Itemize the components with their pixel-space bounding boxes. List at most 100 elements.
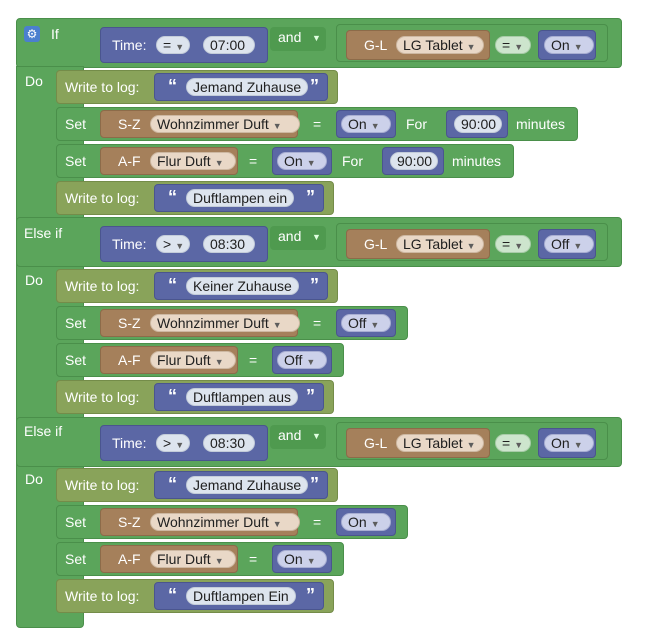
- dropdown-arrow-icon: ▼: [370, 519, 380, 529]
- state-dropdown[interactable]: On▼: [277, 152, 327, 170]
- state-dropdown[interactable]: On▼: [277, 550, 327, 568]
- time-value-field[interactable]: 08:30: [203, 434, 255, 452]
- device-dropdown-text: Wohnzimmer Duft: [157, 315, 269, 331]
- dropdown-arrow-icon: ▼: [306, 158, 316, 168]
- and-block[interactable]: [270, 27, 326, 51]
- write-to-log-label: Write to log:: [65, 588, 140, 604]
- minutes-label: minutes: [452, 153, 502, 169]
- equals-dropdown-text: =: [502, 236, 511, 252]
- device-prefix: G-L: [364, 435, 388, 451]
- log-text-field[interactable]: Jemand Zuhause: [186, 476, 309, 494]
- dropdown-arrow-icon: ▼: [306, 556, 316, 566]
- quote-close-icon: ”: [306, 187, 315, 207]
- time-operator-dropdown[interactable]: =▼: [156, 36, 190, 54]
- dropdown-arrow-icon: ▼: [573, 440, 583, 450]
- time-operator-dropdown-text: =: [163, 37, 172, 53]
- log-text: Jemand Zuhause: [193, 79, 302, 95]
- state-dropdown[interactable]: On▼: [341, 115, 391, 133]
- duration-field-text: 90:00: [397, 153, 433, 169]
- and-label: and: [278, 29, 302, 45]
- duration-field[interactable]: 90:00: [390, 152, 438, 170]
- write-to-log-label: Write to log:: [65, 190, 140, 206]
- state-dropdown[interactable]: On▼: [544, 434, 594, 452]
- and-block[interactable]: [270, 226, 326, 250]
- device-dropdown[interactable]: LG Tablet▼: [396, 36, 484, 54]
- time-value-field[interactable]: 07:00: [203, 36, 255, 54]
- device-dropdown[interactable]: Flur Duft▼: [150, 351, 236, 369]
- state-dropdown-text: On: [348, 116, 367, 132]
- device-dropdown[interactable]: Flur Duft▼: [150, 152, 236, 170]
- log-text: Keiner Zuhause: [193, 278, 292, 294]
- do-label-1: Do: [25, 73, 43, 89]
- equals-label: =: [249, 352, 258, 368]
- log-text: Duftlampen ein: [193, 190, 288, 206]
- state-dropdown-text: On: [284, 551, 303, 567]
- device-dropdown-text: Flur Duft: [157, 551, 211, 567]
- quote-close-icon: ”: [306, 585, 315, 605]
- else-if-label-1: Else if: [24, 225, 63, 241]
- equals-label: =: [313, 116, 322, 132]
- device-prefix: A-F: [118, 551, 141, 567]
- device-prefix: G-L: [364, 236, 388, 252]
- log-text-field[interactable]: Duftlampen ein: [186, 189, 295, 207]
- and-label: and: [278, 228, 302, 244]
- dropdown-arrow-icon: ▼: [175, 440, 185, 450]
- state-dropdown[interactable]: On▼: [341, 513, 391, 531]
- state-dropdown[interactable]: Off▼: [341, 314, 391, 332]
- do-label-2: Do: [25, 272, 43, 288]
- state-dropdown[interactable]: On▼: [544, 36, 594, 54]
- equals-label: =: [313, 514, 322, 530]
- device-dropdown[interactable]: Flur Duft▼: [150, 550, 236, 568]
- dropdown-arrow-icon: ▼: [312, 33, 321, 43]
- state-dropdown[interactable]: Off▼: [277, 351, 327, 369]
- device-prefix: A-F: [118, 153, 141, 169]
- and-block[interactable]: [270, 425, 326, 449]
- dropdown-arrow-icon: ▼: [272, 519, 282, 529]
- log-text: Duftlampen aus: [193, 389, 292, 405]
- equals-dropdown-text: =: [502, 435, 511, 451]
- quote-open-icon: “: [168, 474, 177, 494]
- device-dropdown[interactable]: LG Tablet▼: [396, 235, 484, 253]
- dropdown-arrow-icon: ▼: [272, 320, 282, 330]
- time-value-field-text: 08:30: [210, 236, 246, 252]
- gear-icon[interactable]: ⚙: [24, 26, 40, 42]
- dropdown-arrow-icon: ▼: [370, 121, 380, 131]
- time-operator-dropdown[interactable]: >▼: [156, 235, 190, 253]
- time-value-field[interactable]: 08:30: [203, 235, 255, 253]
- equals-dropdown[interactable]: =▼: [495, 36, 531, 54]
- dropdown-arrow-icon: ▼: [466, 440, 476, 450]
- set-label: Set: [65, 315, 87, 331]
- device-dropdown[interactable]: Wohnzimmer Duft▼: [150, 314, 300, 332]
- equals-dropdown[interactable]: =▼: [495, 235, 531, 253]
- dropdown-arrow-icon: ▼: [306, 357, 316, 367]
- equals-dropdown[interactable]: =▼: [495, 434, 531, 452]
- do-label-3: Do: [25, 471, 43, 487]
- dropdown-arrow-icon: ▼: [514, 440, 524, 450]
- equals-dropdown-text: =: [502, 37, 511, 53]
- log-text-field[interactable]: Duftlampen Ein: [186, 587, 296, 605]
- set-label: Set: [65, 551, 87, 567]
- log-text-field[interactable]: Jemand Zuhause: [186, 78, 309, 96]
- set-label: Set: [65, 514, 87, 530]
- quote-open-icon: “: [168, 585, 177, 605]
- duration-field[interactable]: 90:00: [454, 115, 502, 133]
- dropdown-arrow-icon: ▼: [466, 241, 476, 251]
- device-dropdown[interactable]: Wohnzimmer Duft▼: [150, 513, 300, 531]
- equals-label: =: [249, 153, 258, 169]
- dropdown-arrow-icon: ▼: [573, 42, 583, 52]
- time-operator-dropdown-text: >: [163, 236, 172, 252]
- device-dropdown[interactable]: LG Tablet▼: [396, 434, 484, 452]
- state-dropdown-text: On: [348, 514, 367, 530]
- time-operator-dropdown[interactable]: >▼: [156, 434, 190, 452]
- write-to-log-label: Write to log:: [65, 477, 140, 493]
- log-text-field[interactable]: Keiner Zuhause: [186, 277, 299, 295]
- device-dropdown[interactable]: Wohnzimmer Duft▼: [150, 115, 300, 133]
- log-text-field[interactable]: Duftlampen aus: [186, 388, 299, 406]
- quote-close-icon: ”: [306, 386, 315, 406]
- write-to-log-label: Write to log:: [65, 79, 140, 95]
- for-label: For: [342, 153, 363, 169]
- log-text: Duftlampen Ein: [193, 588, 289, 604]
- device-prefix: A-F: [118, 352, 141, 368]
- device-dropdown-text: Flur Duft: [157, 352, 211, 368]
- state-dropdown[interactable]: Off▼: [544, 235, 594, 253]
